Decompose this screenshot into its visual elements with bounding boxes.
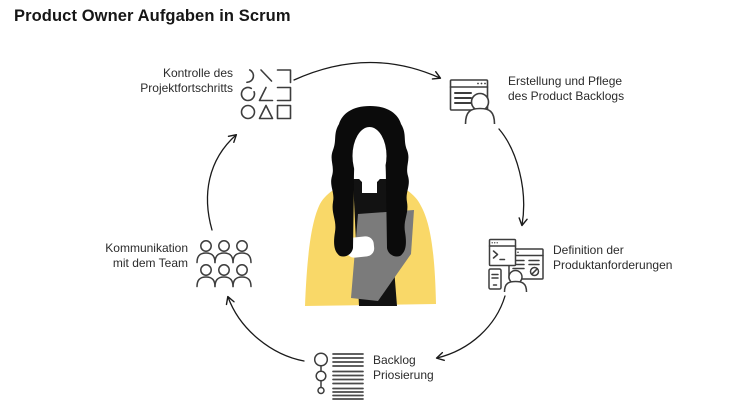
page-title: Product Owner Aufgaben in Scrum <box>14 7 291 25</box>
team-icon <box>195 239 253 294</box>
hair <box>331 106 409 257</box>
arrow-backlog-to-kommunikation <box>225 295 305 362</box>
shapes-progress-icon <box>240 68 292 125</box>
face <box>352 127 387 185</box>
arrow-kommunikation-to-kontrolle <box>206 133 238 231</box>
requirements-devices-icon <box>488 238 544 297</box>
step-label-backlog: Backlog Priosierung <box>373 353 434 382</box>
window-user-icon <box>449 72 499 129</box>
priority-list-icon <box>311 351 365 405</box>
step-label-definition: Definition der Produktanforderungen <box>553 243 673 272</box>
arrow-erstellung-to-definition <box>498 128 528 227</box>
product-owner-illustration <box>296 104 444 317</box>
step-label-kontrolle: Kontrolle des Projektfortschritts <box>140 66 233 95</box>
arrow-kontrolle-to-erstellung <box>293 61 442 81</box>
arrow-definition-to-backlog <box>435 295 506 362</box>
step-label-kommunikation: Kommunikation mit dem Team <box>105 241 188 270</box>
step-label-erstellung: Erstellung und Pflege des Product Backlo… <box>508 74 625 103</box>
